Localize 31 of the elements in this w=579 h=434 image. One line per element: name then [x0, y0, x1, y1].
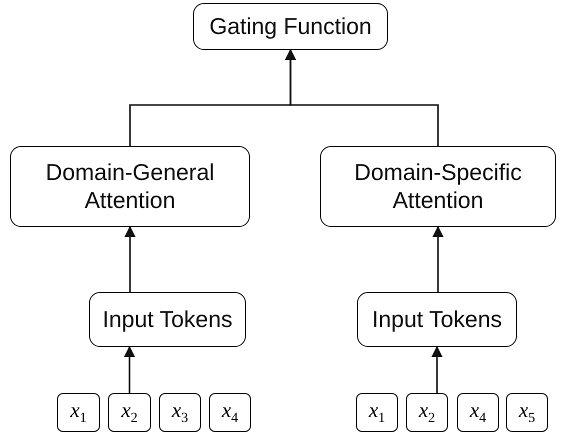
token-label: x$_{5}$	[518, 398, 536, 428]
token-label: x$_{4}$	[222, 398, 238, 428]
token-label: x$_{1}$	[70, 398, 87, 428]
box-label: Gating Function	[209, 12, 372, 40]
arrow	[124, 226, 136, 292]
arrow	[124, 346, 136, 393]
process-box	[89, 292, 246, 347]
box-label: Domain-General Attention	[44, 158, 216, 214]
token-box	[356, 393, 398, 432]
token-label: x$_{2}$	[121, 398, 138, 428]
box-label: Input Tokens	[102, 306, 232, 334]
token-box	[209, 393, 251, 432]
process-box	[320, 146, 556, 227]
process-box	[357, 292, 517, 347]
arrow	[432, 226, 444, 292]
process-box	[10, 146, 250, 227]
token-label: x$_{2}$	[418, 398, 436, 428]
token-label: x$_{1}$	[368, 398, 386, 428]
token-box	[406, 393, 448, 432]
token-label: x$_{4}$	[470, 398, 486, 428]
arrow	[431, 346, 443, 393]
token-box	[57, 393, 100, 432]
arrow	[284, 48, 439, 146]
box-label: Input Tokens	[372, 306, 502, 334]
process-box	[193, 3, 388, 50]
token-box	[506, 393, 548, 432]
token-box	[457, 393, 499, 432]
token-box	[159, 393, 201, 432]
token-label: x$_{3}$	[172, 398, 188, 428]
box-label: Domain-Specific Attention	[353, 158, 523, 214]
token-box	[108, 393, 151, 432]
